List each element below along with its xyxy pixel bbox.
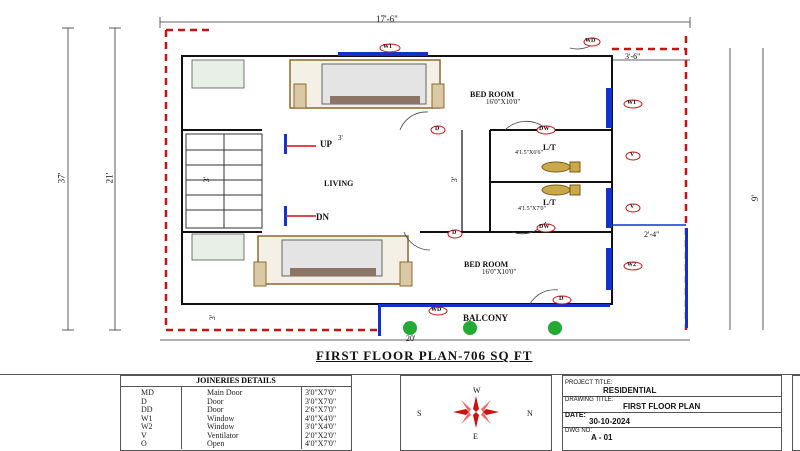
joinery-size: 3'0"X4'0" <box>305 422 337 431</box>
tag-w1-right: W1 <box>627 100 636 106</box>
joinery-code: D <box>141 396 147 406</box>
tag-d: D <box>435 126 440 132</box>
tag-dw-bottom: DW <box>539 224 550 230</box>
joinery-size: 3'0"X7'0" <box>305 388 337 397</box>
stair-up-note: 3' <box>338 134 343 142</box>
joinery-tags <box>379 37 643 316</box>
joinery-size: 2'0"X2'0" <box>305 430 337 440</box>
toilet-fixtures <box>541 161 581 196</box>
joinery-name: Window <box>207 413 235 423</box>
joinery-size: 4'0"X4'0" <box>305 413 337 423</box>
joinery-size: 3'0"X7'0" <box>305 396 337 406</box>
tag-wd-balc: WD <box>431 307 442 313</box>
date-value: 30-10-2024 <box>589 417 630 426</box>
balcony-plants <box>403 321 562 335</box>
floor-plan-drawing <box>62 17 764 341</box>
drawing-title-value: FIRST FLOOR PLAN <box>623 402 701 411</box>
dwg-no-label: DWG NO: <box>565 428 592 434</box>
tag-w1-top: W1 <box>383 44 392 50</box>
bottom-width-dim: 20' <box>406 334 416 343</box>
dwg-no-value: A - 01 <box>591 433 613 442</box>
joinery-name: Ventilator <box>207 430 239 440</box>
compass-w: S <box>417 409 422 418</box>
right-small-dim: 3'-6" <box>625 52 641 61</box>
project-title: RESIDENTIAL <box>603 386 657 395</box>
lt-top-name: L/T <box>543 143 556 152</box>
joinery-heading: JOINERIES DETAILS <box>121 376 351 387</box>
stair-arrows <box>286 145 316 217</box>
tag-w2-right: W2 <box>627 262 636 268</box>
joinery-code: O <box>141 439 147 448</box>
stair-down-label: DN <box>316 212 329 222</box>
left-bottom-dim: 3' <box>208 314 218 321</box>
right-dim: 9' <box>750 194 761 202</box>
joinery-code: MD <box>141 388 154 397</box>
tag-d-balc: D <box>559 296 564 302</box>
balcony-name: BALCONY <box>463 313 509 323</box>
living-name: LIVING <box>324 179 354 188</box>
lt-bottom-size: 4'1.5"X7'0" <box>518 206 546 212</box>
bed-room-bottom-name: BED ROOM <box>464 260 509 269</box>
stair-dim: 3' <box>202 176 212 183</box>
bed-room-top-name: BED ROOM <box>470 90 515 99</box>
joinery-name: Main Door <box>207 388 243 397</box>
dimension-lines <box>62 17 764 341</box>
joinery-name: Door <box>207 405 224 414</box>
bed-room-top-size: 16'0"X10'0" <box>486 98 521 106</box>
joinery-code: W2 <box>141 422 153 431</box>
stair-area <box>185 133 263 229</box>
lt-top-size: 4'1.5"X6'6" <box>515 150 543 156</box>
joinery-size: 2'6"X7'0" <box>305 405 337 414</box>
joinery-name: Door <box>207 396 224 406</box>
bed-room-bottom-size: 16'0"X10'0" <box>482 268 517 276</box>
joinery-size: 4'0"X7'0" <box>305 439 337 448</box>
tag-d-bottom: D <box>452 230 457 236</box>
tag-v-bottom: V <box>630 204 635 210</box>
date-label: DATE: <box>565 412 586 419</box>
side-strip <box>792 375 800 451</box>
joinery-name: Window <box>207 422 235 431</box>
compass-e: N <box>527 409 533 418</box>
drawing-title: FIRST FLOOR PLAN-706 SQ FT <box>316 348 533 363</box>
compass-s: E <box>473 432 478 441</box>
project-info: PROJECT TITLE: RESIDENTIAL DRAWING TITLE… <box>562 375 782 451</box>
tag-v-top: V <box>630 152 635 158</box>
living-dim: 3' <box>450 176 460 183</box>
joinery-name: Open <box>207 439 225 448</box>
tag-wd: WD <box>585 38 596 44</box>
drawing-title-label: DRAWING TITLE: <box>565 397 614 403</box>
joinery-code: V <box>141 430 147 440</box>
overall-width-dim: 17'-6" <box>376 14 398 24</box>
compass-n: W <box>473 386 481 395</box>
windows <box>284 52 688 336</box>
lt-bottom-name: L/T <box>543 198 556 207</box>
tag-dw-top: DW <box>539 126 550 132</box>
wardrobes <box>191 59 245 261</box>
joinery-code: W1 <box>141 413 153 423</box>
joinery-code: DD <box>141 405 153 414</box>
left-dim-a: 37' <box>56 172 67 184</box>
compass-rose-icon <box>453 396 499 428</box>
compass-box: W E S N <box>400 375 552 451</box>
stair-up-label: UP <box>320 139 332 149</box>
left-dim-b: 21' <box>104 172 115 184</box>
bed-top <box>289 59 445 109</box>
project-title-label: PROJECT TITLE: <box>565 380 613 386</box>
bed-bottom <box>253 235 413 287</box>
right-mid-dim: 2'-4" <box>644 230 660 239</box>
